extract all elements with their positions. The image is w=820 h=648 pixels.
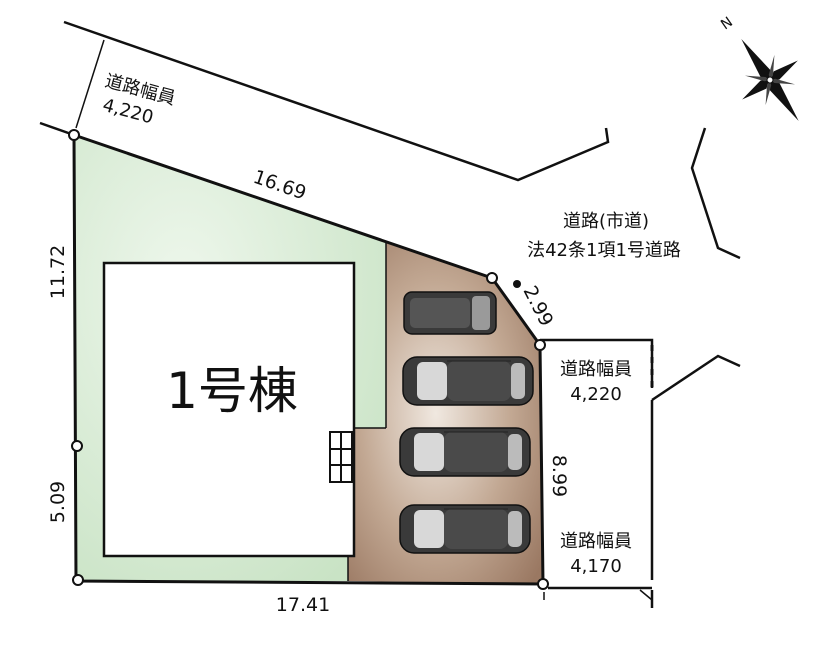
road-southeast-label: 道路幅員 <box>560 531 632 552</box>
building-entrance-steps <box>329 431 353 483</box>
building-footprint <box>102 261 356 558</box>
road-east-width: 4,220 <box>570 384 622 405</box>
road-edges <box>39 20 741 608</box>
road-southeast-width: 4,170 <box>570 556 622 577</box>
compass-north-label: N <box>718 14 736 33</box>
building-label: 1号棟 <box>166 362 298 420</box>
parked-car-4 <box>399 504 531 554</box>
parked-car-1 <box>403 291 497 335</box>
dim-west-upper: 11.72 <box>47 245 69 299</box>
lot-boundary <box>72 132 545 586</box>
road-east-label: 道路幅員 <box>560 359 632 380</box>
road-city-line1: 道路(市道) <box>563 211 649 232</box>
dim-south-edge: 17.41 <box>276 594 330 616</box>
dimension-lines <box>75 39 653 601</box>
compass-rose-icon <box>741 39 799 121</box>
parked-car-2 <box>402 356 534 406</box>
dim-west-lower: 5.09 <box>47 481 69 523</box>
road-city-line2: 法42条1項1号道路 <box>527 240 681 261</box>
dim-east-edge: 8.99 <box>548 455 570 497</box>
boundary-markers <box>68 129 549 590</box>
corner-cut-marker <box>513 280 521 288</box>
road-north-label: 道路幅員 4,220 <box>100 71 177 129</box>
parked-car-3 <box>399 427 531 477</box>
